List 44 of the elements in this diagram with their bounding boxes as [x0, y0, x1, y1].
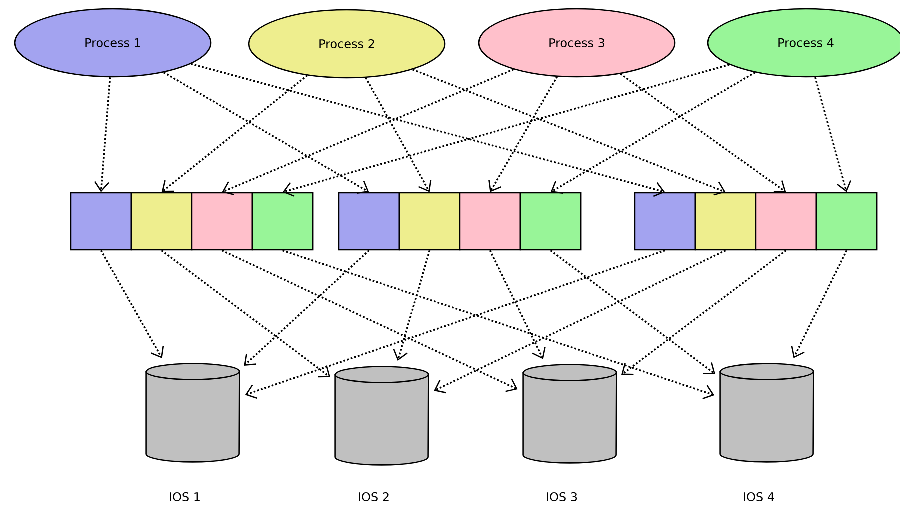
dotted-arrow — [244, 250, 370, 366]
dotted-arrow — [814, 77, 852, 192]
dotted-arrow — [489, 250, 546, 360]
dotted-arrow — [620, 73, 786, 193]
colored-box — [520, 192, 582, 251]
dotted-arrow — [282, 64, 730, 197]
dotted-arrow — [412, 68, 726, 196]
dotted-arrow — [162, 75, 308, 192]
storage-cylinder — [522, 364, 618, 464]
colored-box — [252, 192, 314, 251]
dotted-arrow — [434, 250, 726, 394]
dotted-arrow — [365, 78, 432, 192]
storage-cylinder — [146, 363, 240, 463]
dotted-arrow — [161, 250, 331, 378]
dotted-arrow — [791, 250, 848, 358]
dotted-arrow — [488, 76, 558, 192]
colored-box — [398, 192, 461, 251]
dotted-arrow — [190, 63, 666, 198]
storage-label: IOS 4 — [744, 492, 774, 502]
dotted-arrow — [222, 250, 518, 392]
colored-box — [755, 192, 818, 251]
colored-box — [338, 192, 400, 251]
dotted-arrow — [622, 250, 787, 376]
dotted-arrow — [222, 68, 514, 196]
dotted-arrow — [100, 250, 164, 359]
dotted-arrow — [282, 250, 715, 400]
dotted-arrow — [94, 78, 112, 192]
colored-box — [130, 192, 193, 251]
dotted-arrow — [163, 72, 370, 194]
storage-label: IOS 3 — [547, 492, 578, 502]
dotted-arrow — [550, 250, 716, 375]
colored-box — [459, 192, 522, 251]
storage-label: IOS 2 — [359, 492, 389, 502]
colored-box — [70, 192, 132, 251]
dotted-arrow — [245, 250, 666, 400]
storage-cylinder — [334, 366, 430, 466]
colored-box — [816, 192, 878, 251]
storage-label: IOS 1 — [170, 492, 200, 502]
colored-box — [191, 192, 254, 251]
storage-cylinder — [720, 363, 814, 463]
dotted-arrow — [550, 72, 756, 194]
dotted-arrow — [393, 250, 431, 362]
colored-box — [694, 192, 757, 251]
colored-box — [634, 192, 696, 251]
